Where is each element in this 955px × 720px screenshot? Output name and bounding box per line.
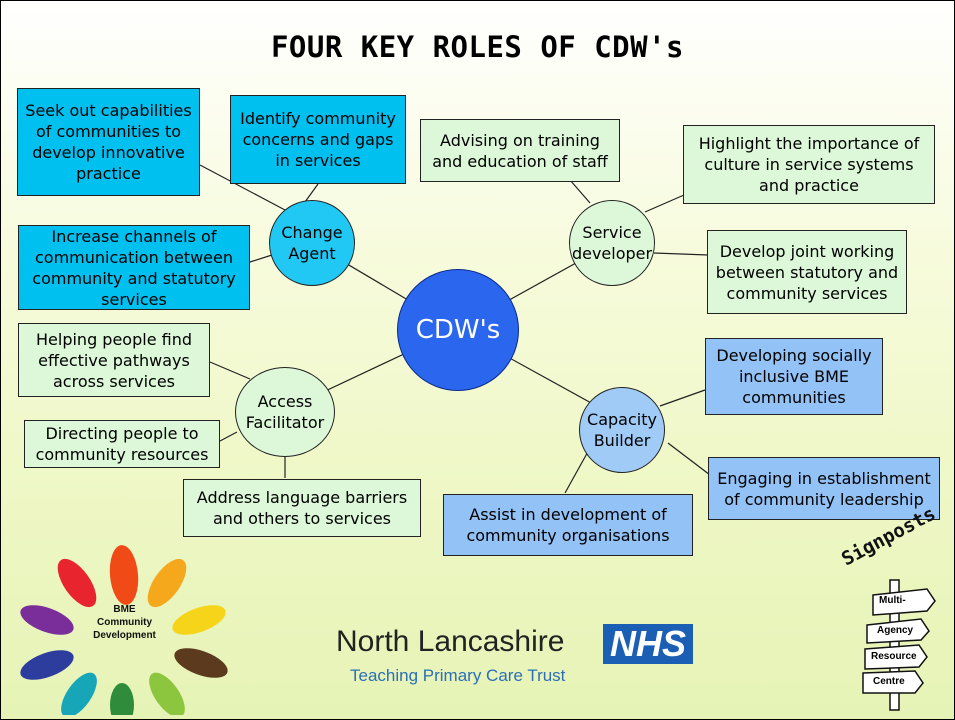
bme-community-development-logo: BME Community Development <box>17 545 232 720</box>
node-access-facilitator: Access Facilitator <box>235 367 335 457</box>
sign-multi: Multi- <box>879 595 906 606</box>
box-assist-community-organisations: Assist in development of community organ… <box>443 494 693 556</box>
node-capacity-builder: Capacity Builder <box>579 387 665 473</box>
box-helping-people: Helping people find effective pathways a… <box>18 323 210 397</box>
sign-centre: Centre <box>873 676 905 687</box>
node-service-developer: Service developer <box>569 200 655 286</box>
box-develop-joint-working: Develop joint working between statutory … <box>707 230 907 314</box>
signpost-icon <box>862 579 936 711</box>
trust-name: Teaching Primary Care Trust <box>350 666 566 685</box>
center-node-cdws: CDW's <box>397 269 519 391</box>
slide-title: FOUR KEY ROLES OF CDW's <box>270 30 685 64</box>
box-directing-people: Directing people to community resources <box>24 420 220 468</box>
box-increase-channels: Increase channels of communication betwe… <box>18 225 250 310</box>
node-change-agent: Change Agent <box>269 200 355 286</box>
box-seek-out-capabilities: Seek out capabilities of communities to … <box>17 88 200 196</box>
signposts-logo: Signposts Multi- Agency Resource Centre <box>835 503 950 715</box>
box-advising-on-training: Advising on training and education of st… <box>420 119 620 182</box>
box-identify-community-concerns: Identify community concerns and gaps in … <box>230 95 406 184</box>
bme-logo-text: BME Community Development <box>93 604 156 641</box>
org-name: North Lancashire <box>336 625 565 658</box>
box-address-language-barriers: Address language barriers and others to … <box>183 479 421 537</box>
sign-resource: Resource <box>871 651 917 662</box>
sign-agency: Agency <box>877 625 914 636</box>
box-highlight-culture: Highlight the importance of culture in s… <box>683 125 935 204</box>
box-developing-socially-inclusive: Developing socially inclusive BME commun… <box>705 338 883 415</box>
nhs-logo: NHS <box>603 624 693 664</box>
box-engaging-community-leadership: Engaging in establishment of community l… <box>708 457 940 520</box>
